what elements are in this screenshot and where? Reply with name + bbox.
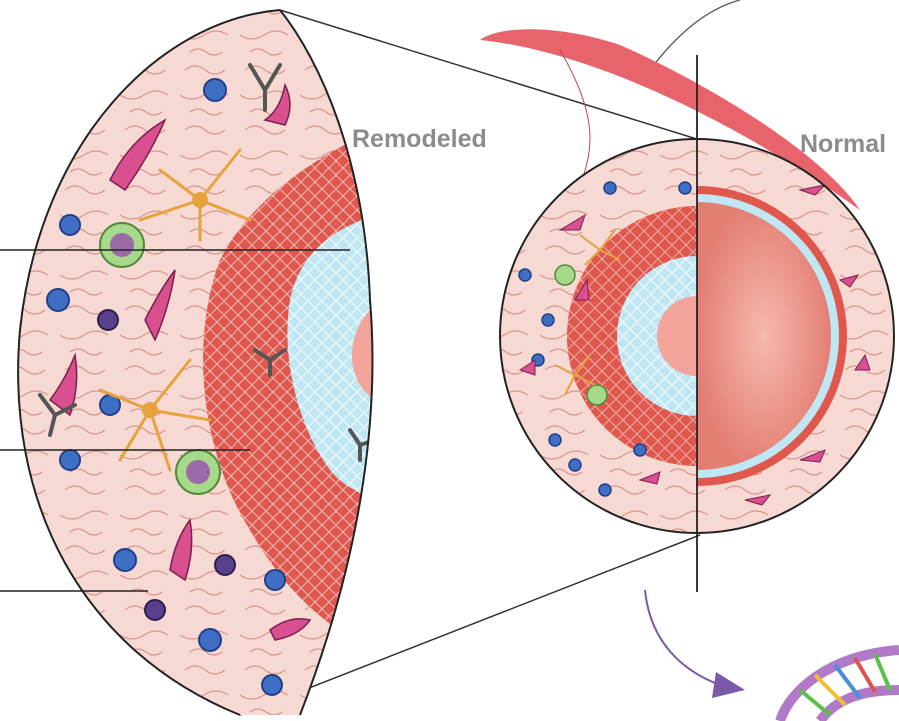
remodeled-magnified-view [0, 0, 400, 721]
dna-helix-icon [780, 650, 899, 721]
normal-label: Normal [800, 130, 886, 159]
outer-arc [650, 0, 740, 70]
remodeled-label: Remodeled [352, 125, 487, 154]
curved-arrow-icon [645, 590, 745, 698]
